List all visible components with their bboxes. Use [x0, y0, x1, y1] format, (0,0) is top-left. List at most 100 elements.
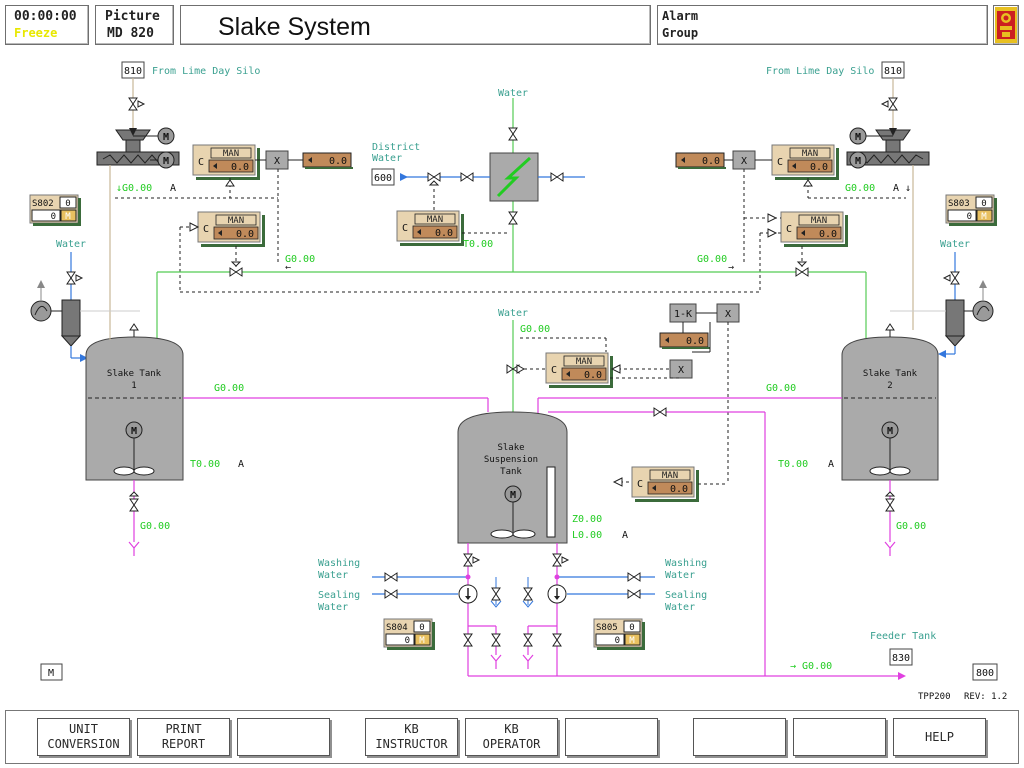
ref-800[interactable]: 800 — [972, 663, 998, 681]
flow-left-top: ↓G0.00 — [116, 183, 152, 194]
water-valve-tank2 — [950, 271, 960, 285]
picture-panel: Picture MD 820 — [95, 5, 174, 45]
slake-tank-1[interactable] — [85, 336, 184, 481]
water-valve-left — [229, 267, 243, 277]
clock: 00:00:00 — [14, 9, 77, 24]
controller-sst-water — [545, 352, 614, 389]
flow-tank1: G0.00 — [214, 383, 244, 394]
pump1-drain — [490, 654, 502, 670]
slake-suspension-tank[interactable] — [457, 411, 568, 544]
pump1-seal-valve — [491, 587, 501, 601]
motor-status-s803[interactable]: S803 0 0 M — [945, 194, 997, 226]
sealing-label-left-2: Water — [318, 602, 348, 613]
svg-text:M: M — [981, 212, 987, 222]
crown-logo-icon — [995, 7, 1017, 43]
blank-button-4[interactable] — [793, 718, 886, 756]
temp-district: T0.00 — [463, 239, 493, 250]
tank1-number: 1 — [131, 381, 136, 391]
washing-label-right-1: Washing — [665, 558, 707, 569]
sst-label-a: Slake — [497, 443, 524, 453]
one-minus-k-label: 1-K — [674, 309, 692, 320]
flow-tank2: G0.00 — [766, 383, 796, 394]
ref-810-left[interactable]: 810 — [121, 61, 145, 79]
svg-text:M: M — [419, 636, 425, 646]
pump1-drain-valve — [491, 633, 501, 647]
agitator-motor-tank1 — [125, 421, 143, 439]
district-valve-2 — [460, 172, 474, 182]
tpp-label: TPP200 — [918, 692, 951, 702]
svg-text:0: 0 — [419, 623, 424, 633]
clock-panel: 00:00:00 Freeze — [5, 5, 89, 45]
silo-valve-left — [128, 97, 138, 111]
density-sst: Z0.00 — [572, 514, 602, 525]
svg-text:←: ← — [285, 262, 291, 273]
svg-text:600: 600 — [374, 173, 392, 184]
sealing-label-left-1: Sealing — [318, 590, 360, 601]
group-label: Group — [662, 26, 699, 40]
alarm-group-panel[interactable]: Alarm Group — [657, 5, 988, 45]
blank-button-3[interactable] — [693, 718, 786, 756]
alarm-label: Alarm — [662, 9, 699, 23]
silo-valve-right — [888, 97, 898, 111]
freeze-indicator: Freeze — [14, 26, 58, 40]
sealing-valve-left — [384, 589, 398, 599]
alarm-tank1: A — [238, 459, 244, 470]
water-label-top: Water — [498, 88, 528, 99]
district-valve-out — [550, 172, 564, 182]
motor-status-s804[interactable]: S804 0 0 M — [383, 618, 435, 650]
water-valve-right — [795, 267, 809, 277]
alarm-left-top: A — [170, 183, 176, 194]
output-sst — [659, 332, 711, 350]
help-button[interactable]: HELP — [893, 718, 986, 756]
drain-valve-tank2 — [885, 498, 895, 512]
tank2-number: 2 — [887, 381, 892, 391]
svg-text:S805: S805 — [596, 623, 618, 633]
motor-status-s802[interactable]: S802 0 0 M — [29, 194, 81, 226]
svg-text:0: 0 — [65, 199, 70, 209]
tank1-label: Slake Tank — [107, 369, 162, 379]
m-box[interactable]: M — [40, 663, 63, 681]
pump2-seal-valve — [523, 587, 533, 601]
page-title: Slake System — [218, 13, 371, 41]
output-right-feeder — [675, 152, 727, 170]
dust-scrubber-right — [945, 299, 965, 337]
flow-left-mid: G0.00 — [285, 254, 315, 265]
multiplier-left — [265, 150, 289, 170]
flow-feeder: → G0.00 — [790, 661, 832, 672]
output-left-feeder — [302, 152, 354, 170]
motor-status-s805[interactable]: S805 0 0 M — [593, 618, 645, 650]
washing-valve-right — [627, 572, 641, 582]
svg-text:M: M — [629, 636, 635, 646]
feed-pump-1 — [458, 584, 478, 604]
controller-right-feeder — [771, 144, 840, 181]
controller-sst-density — [631, 466, 700, 503]
washing-valve-left — [384, 572, 398, 582]
water-label-right: Water — [940, 239, 970, 250]
feeder-motor-right-2 — [849, 151, 867, 169]
picture-label: Picture — [105, 9, 160, 24]
flow-right-top: G0.00 — [845, 183, 875, 194]
ref-600[interactable]: 600 — [371, 168, 395, 186]
feeder-motor-left-2 — [157, 151, 175, 169]
agitator-motor-tank2 — [881, 421, 899, 439]
blank-button-1[interactable] — [237, 718, 330, 756]
svg-text:810: 810 — [124, 66, 142, 77]
drain-tank2 — [884, 541, 896, 557]
ref-810-right[interactable]: 810 — [881, 61, 905, 79]
water-valve-tank1 — [66, 271, 76, 285]
svg-text:0: 0 — [629, 623, 634, 633]
title-panel: Slake System — [180, 5, 651, 45]
slake-tank-2[interactable] — [841, 336, 939, 481]
controller-left-feeder — [192, 144, 261, 181]
agitator-motor-sst — [504, 485, 522, 503]
ref-830[interactable]: 830 — [889, 648, 913, 666]
svg-text:0: 0 — [967, 212, 972, 222]
multiplier-right — [732, 150, 756, 170]
svg-text:S803: S803 — [948, 199, 970, 209]
blank-button-2[interactable] — [565, 718, 658, 756]
